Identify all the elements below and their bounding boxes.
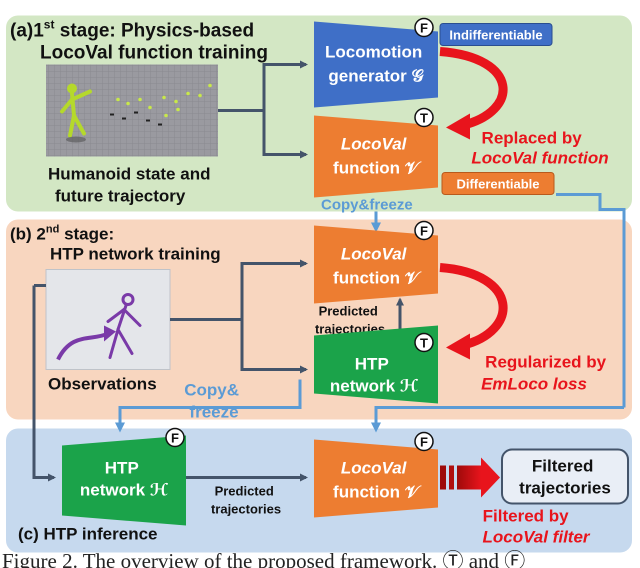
svg-text:T: T — [420, 111, 428, 126]
filtered-trajectories-box — [501, 448, 629, 505]
filter-arrow-icon — [440, 457, 500, 498]
stage1-title-line2: LocoVal function training — [40, 43, 268, 64]
stage2-locoval-block — [314, 225, 438, 304]
frozen-badge-icon: F — [414, 220, 434, 241]
stage3-htp-label: HTP network ℋ — [80, 459, 169, 500]
copy-freeze-arrow-3 — [371, 406, 624, 433]
stage1-locoval-block — [314, 115, 438, 198]
trainable-badge-icon: T — [414, 107, 434, 128]
differentiable-tag — [441, 172, 555, 195]
differentiable-tag-label: Differentiable — [456, 177, 539, 192]
copy-freeze-label-1: Copy&freeze — [321, 197, 413, 214]
replaced-text: Replaced by LocoVal function — [471, 129, 608, 168]
stage2-htp-label: HTP network ℋ — [330, 355, 419, 396]
stage2-title: (b) 2nd stage: — [10, 224, 114, 244]
filtered-by-text: Filtered by LocoVal filter — [482, 507, 590, 547]
humanoid-image — [46, 64, 218, 157]
indifferentiable-tag-label: Indifferentiable — [449, 28, 542, 43]
figure-caption: Figure 2. The overview of the proposed f… — [2, 549, 526, 568]
observation-image — [45, 269, 171, 370]
frozen-badge-icon: F — [414, 431, 434, 452]
frozen-badge-icon: F — [165, 427, 185, 448]
stage3-predicted-label: Predicted trajectories — [211, 484, 281, 517]
stage3-title: (c) HTP inference — [18, 525, 158, 544]
svg-text:F: F — [420, 435, 428, 450]
stage3-htp-block — [62, 435, 186, 526]
stage2-locoval-label: LocoVal function 𝒱 — [333, 245, 422, 288]
generator-label: Locomotion generator 𝒢 — [325, 43, 427, 86]
stage2-htp-block — [314, 325, 438, 404]
humanoid-caption: Humanoid state and future trajectory — [48, 165, 215, 206]
locomotion-generator-block — [314, 21, 438, 108]
stage2-title-line2: HTP network training — [50, 245, 221, 264]
observations-label: Observations — [48, 375, 157, 394]
stage1-connectors — [218, 60, 308, 159]
stage3-locoval-label: LocoVal function 𝒱 — [333, 459, 422, 502]
indifferentiable-tag — [439, 23, 553, 46]
stage1-title: (a)1st stage: Physics-based — [10, 18, 254, 42]
svg-text:F: F — [420, 224, 428, 239]
trainable-badge-icon: T — [414, 332, 434, 353]
copy-freeze-arrow-2 — [115, 379, 302, 433]
copy-freeze-line-right — [556, 193, 626, 408]
svg-text:F: F — [171, 431, 179, 446]
filtered-trajectories-label: Filtered trajectories — [519, 457, 611, 498]
regularized-text: Regularized by EmLoco loss — [481, 353, 611, 394]
stage3-locoval-block — [314, 439, 438, 518]
frozen-badge-icon: F — [414, 17, 434, 38]
stage1-locoval-label: LocoVal function 𝒱 — [333, 135, 422, 178]
svg-text:F: F — [420, 21, 428, 36]
regularized-arrow — [439, 263, 508, 350]
replaced-arrow — [439, 47, 508, 130]
svg-text:T: T — [420, 336, 428, 351]
